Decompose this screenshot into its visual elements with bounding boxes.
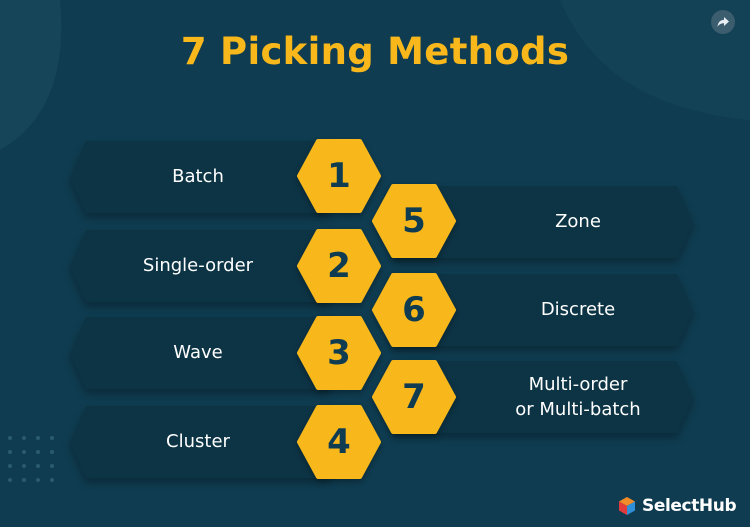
method-label-zone: Zone <box>555 211 601 233</box>
selecthub-logo[interactable]: SelectHub <box>617 496 737 516</box>
method-label-single-order: Single-order <box>142 255 254 277</box>
method-label-batch: Batch <box>172 166 224 188</box>
method-number-5: 5 <box>402 201 426 241</box>
method-number-2: 2 <box>327 246 351 286</box>
share-button[interactable] <box>711 10 735 34</box>
hexagon-badge-5: 5 <box>372 184 456 258</box>
hexagon-badge-2: 2 <box>297 229 381 303</box>
method-label-multi-order: Multi-order or Multi-batch <box>515 373 641 420</box>
method-label-wave: Wave <box>173 342 223 364</box>
hexagon-badge-7: 7 <box>372 360 456 434</box>
method-number-7: 7 <box>402 377 426 417</box>
method-number-1: 1 <box>327 156 351 196</box>
hexagon-badge-1: 1 <box>297 139 381 213</box>
brand-name: SelectHub <box>642 496 737 516</box>
hexagon-badge-6: 6 <box>372 273 456 347</box>
hexagon-badge-3: 3 <box>297 316 381 390</box>
page-title: 7 Picking Methods <box>180 30 570 73</box>
method-number-6: 6 <box>402 290 426 330</box>
method-label-cluster: Cluster <box>166 431 230 453</box>
method-label-discrete: Discrete <box>540 299 616 321</box>
hexagon-badge-4: 4 <box>297 405 381 479</box>
method-banner-single-order: Single-order <box>70 230 330 302</box>
method-banner-wave: Wave <box>70 317 330 389</box>
method-banner-cluster: Cluster <box>70 406 330 478</box>
selecthub-logo-icon <box>619 497 635 515</box>
method-number-3: 3 <box>327 333 351 373</box>
method-number-4: 4 <box>327 422 351 462</box>
method-banner-batch: Batch <box>70 141 330 213</box>
share-arrow-icon <box>717 17 729 27</box>
